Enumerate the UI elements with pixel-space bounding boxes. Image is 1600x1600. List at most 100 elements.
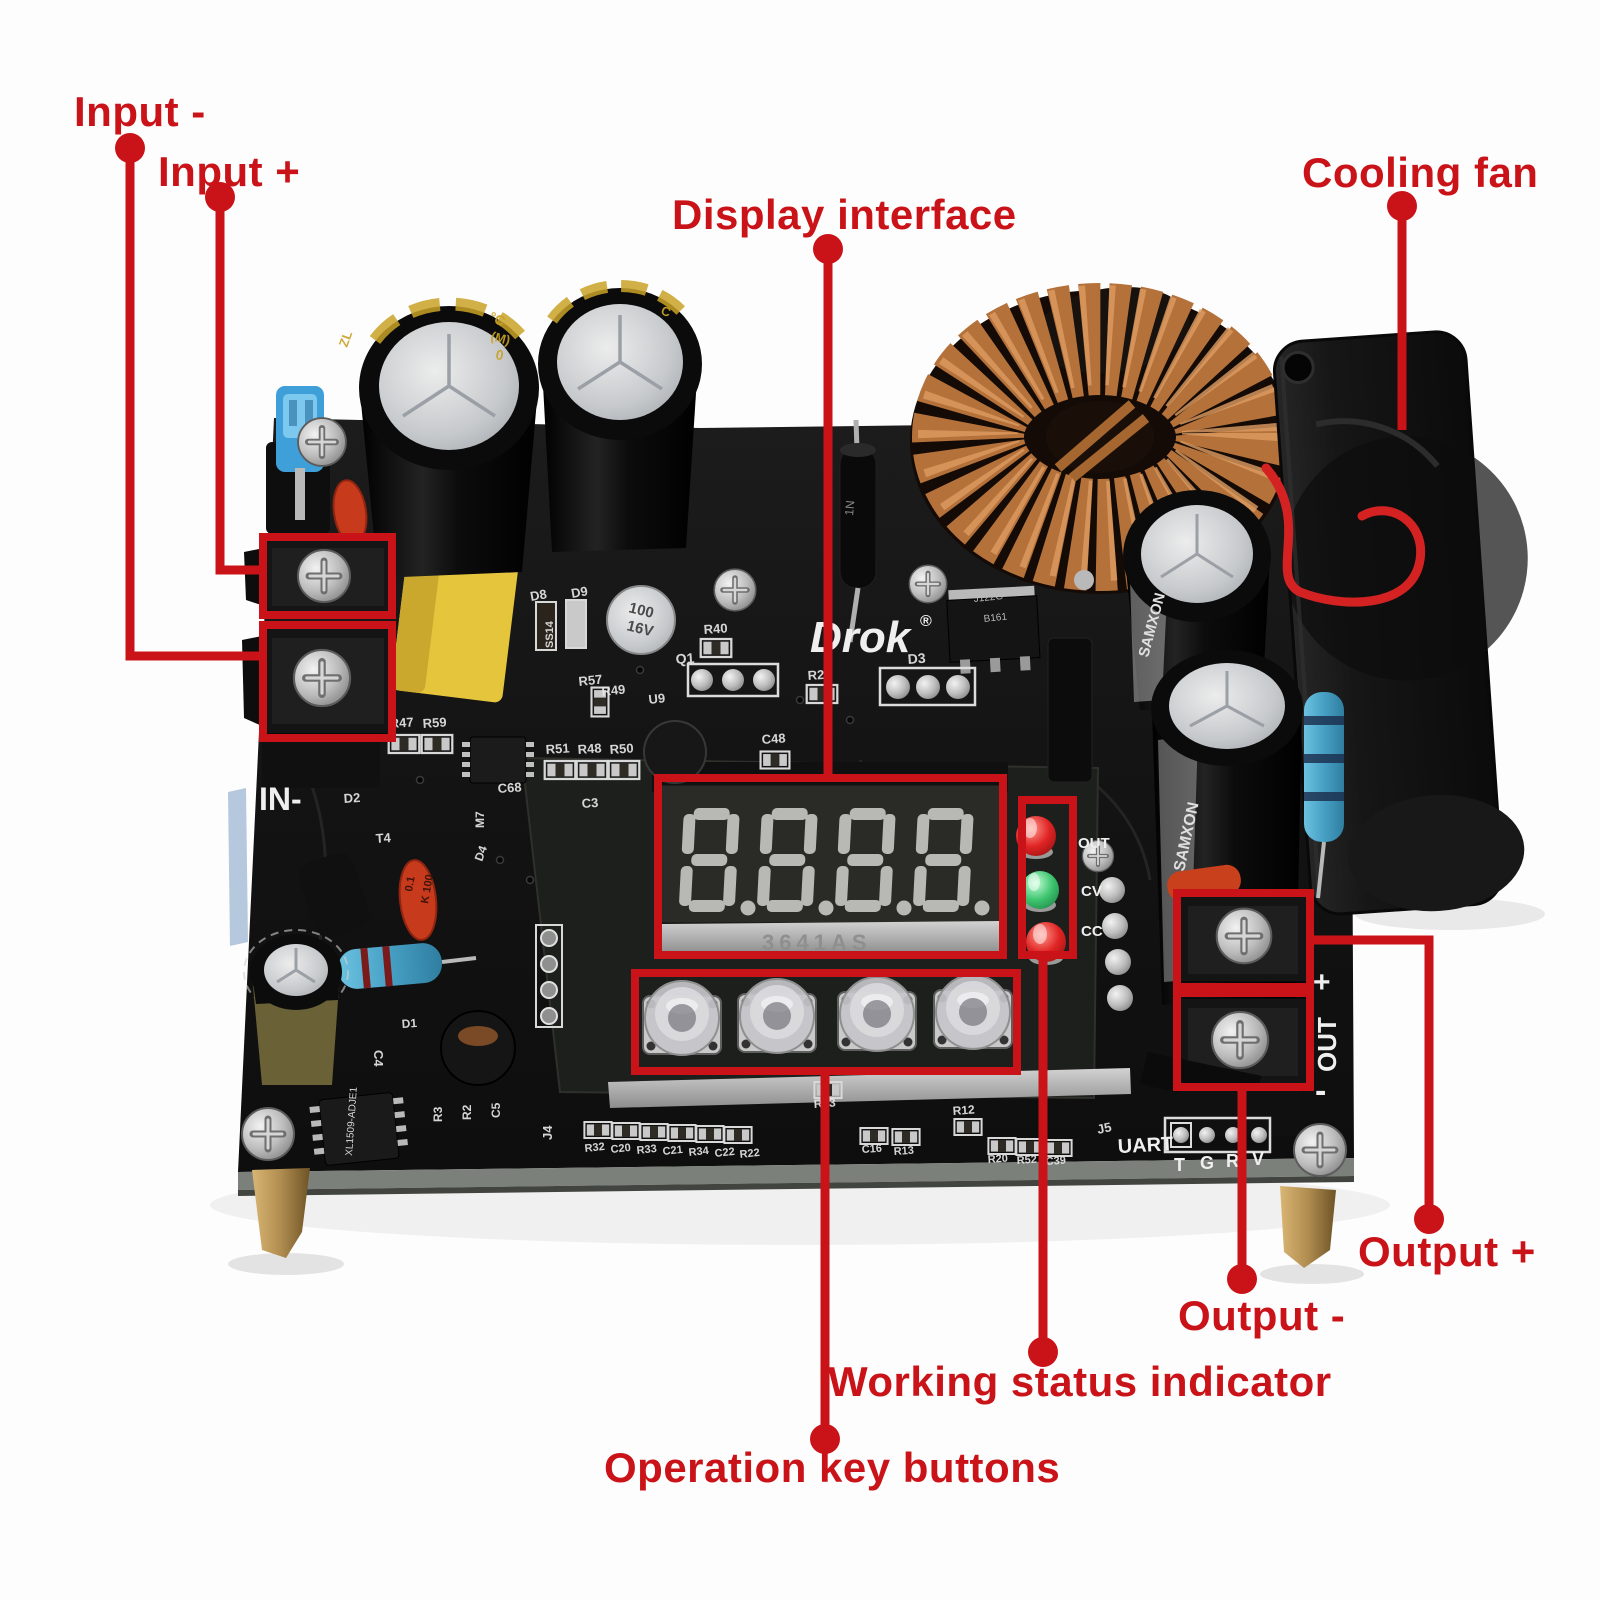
silkscreen-ref: C3	[581, 795, 599, 811]
to220-transistor	[946, 585, 1041, 674]
silkscreen-ref: C5	[489, 1102, 503, 1118]
silkscreen-ref: R51	[545, 740, 570, 757]
cap-marking: °C	[487, 308, 508, 329]
callout-dot	[1387, 191, 1417, 221]
callout-dot	[810, 1424, 840, 1454]
chip-marking: 0.1	[403, 875, 417, 892]
button-2[interactable]	[737, 978, 817, 1054]
silkscreen-ref: D2	[343, 790, 361, 806]
seven-segment-display	[652, 762, 1008, 954]
uart-pin-r: R	[1226, 1151, 1239, 1171]
display-model: 3641AS	[762, 930, 872, 955]
silkscreen-ref: R3	[431, 1106, 445, 1122]
chip-marking: 16V	[625, 617, 655, 640]
callout-line-input-minus	[125, 148, 261, 661]
silkscreen-ref: D3	[907, 650, 926, 667]
silkscreen-ref: D9	[570, 583, 589, 601]
brand-reg: ®	[920, 613, 932, 630]
led-label-cc: CC	[1081, 923, 1103, 940]
silkscreen-ref: C16	[861, 1143, 882, 1156]
callout-line-output-plus	[1310, 935, 1434, 1219]
cap-marking: ZL	[336, 329, 356, 349]
silkscreen-ref: C48	[761, 730, 786, 747]
cap-marking: (M)	[489, 328, 512, 348]
uart-pin-t: T	[1174, 1155, 1185, 1175]
silkscreen-ref: T4	[375, 830, 392, 846]
callout-dot	[205, 182, 235, 212]
silkscreen-ref: R50	[609, 740, 634, 757]
highlight-box-display	[654, 774, 1007, 959]
silk-out-word: OUT	[1312, 1017, 1342, 1072]
label-output-plus: Output +	[1358, 1228, 1536, 1275]
silkscreen: Drok ® IN- + OUT - UART T G R V 3641AS O…	[259, 303, 1342, 1175]
callout-dot	[1028, 1337, 1058, 1367]
callout-dot	[1414, 1204, 1444, 1234]
silkscreen-ref: R52	[1016, 1154, 1037, 1167]
cap-marking: 0	[494, 346, 505, 363]
xl1509-ic	[309, 1092, 408, 1166]
silkscreen-ref: C68	[497, 779, 522, 796]
standoff-legs	[252, 1168, 1336, 1268]
silkscreen-ref: C21	[662, 1144, 683, 1158]
label-working-status: Working status indicator	[828, 1358, 1332, 1405]
annotation-overlay	[115, 133, 1444, 1454]
to92-transistor	[298, 852, 370, 938]
chip-marking: XL1509-ADJE1	[344, 1086, 360, 1156]
silkscreen-ref: R32	[584, 1141, 605, 1155]
solder-pads	[387, 585, 1272, 1158]
highlight-box-leds	[1018, 796, 1077, 959]
silkscreen-ref: J5	[1096, 1119, 1113, 1137]
silkscreen-ref: C20	[610, 1142, 631, 1156]
highlight-box-output-minus	[1173, 989, 1314, 1091]
label-operation-keys: Operation key buttons	[604, 1444, 1061, 1491]
label-input-minus: Input -	[74, 88, 206, 135]
fan-wire-red	[1261, 463, 1426, 607]
input-capacitor-2	[538, 279, 702, 552]
silkscreen-ref: R34	[688, 1145, 710, 1159]
label-cooling-fan: Cooling fan	[1302, 149, 1539, 196]
silkscreen-ref: R49	[601, 682, 626, 699]
silkscreen-ref: R22	[739, 1147, 760, 1161]
chip-marking: J122G	[973, 591, 1004, 605]
silkscreen-ref: J4	[540, 1125, 555, 1140]
callout-dot	[1227, 1264, 1257, 1294]
chip-marking: 100	[627, 599, 655, 622]
highlight-box-input-minus	[259, 621, 396, 742]
uart-pin-v: V	[1252, 1149, 1264, 1169]
silkscreen-ref: R48	[577, 740, 602, 757]
callout-line-input-plus	[215, 197, 261, 575]
button-4[interactable]	[933, 974, 1013, 1050]
axial-diode	[839, 419, 877, 643]
power-inductor-small	[440, 1010, 516, 1086]
silkscreen-ref: D8	[529, 586, 548, 604]
highlight-box-input-plus	[259, 533, 396, 619]
button-3[interactable]	[837, 976, 917, 1052]
silkscreen-ref: SS14	[544, 620, 556, 648]
callout-dot	[115, 133, 145, 163]
label-output-minus: Output -	[1178, 1292, 1346, 1339]
uart-pin-g: G	[1200, 1153, 1214, 1173]
chip-marking: B161	[983, 612, 1008, 625]
silk-out-minus: -	[1315, 1072, 1326, 1110]
silkscreen-ref: D1	[401, 1016, 418, 1031]
led-label-cv: CV	[1081, 883, 1102, 900]
silkscreen-ref: M7	[473, 811, 487, 828]
disc-capacitor	[332, 479, 438, 941]
small-electrolytic-cap	[243, 929, 349, 1085]
chip-marking: K 100	[419, 874, 436, 905]
highlight-box-buttons	[631, 969, 1021, 1075]
input-terminal-plus	[244, 539, 393, 613]
silkscreen-ref: C4	[371, 1050, 386, 1067]
black-standoff-block	[1047, 637, 1093, 783]
silkscreen-ref: R33	[636, 1143, 657, 1157]
soic8-ic	[462, 736, 534, 784]
output-terminal-plus	[1177, 895, 1309, 983]
blue-tape-edge	[228, 788, 248, 946]
button-1[interactable]	[642, 980, 722, 1056]
silk-in-minus: IN-	[259, 781, 302, 817]
silkscreen-ref: C22	[714, 1146, 735, 1160]
silkscreen-ref: R20	[987, 1153, 1008, 1166]
led-label-out: OUT	[1078, 835, 1110, 852]
